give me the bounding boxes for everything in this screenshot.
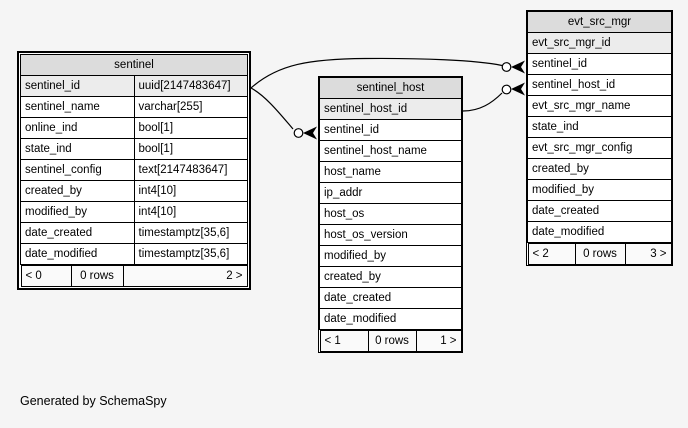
column-row: evt_src_mgr_config (527, 137, 672, 159)
column-row-pk: evt_src_mgr_id (527, 32, 672, 54)
relationship-line-sentinel-to-sentinel-host (250, 87, 294, 130)
column-name: evt_src_mgr_id (527, 32, 672, 54)
column-type: int4[10] (133, 180, 248, 202)
table-footer: < 1 0 rows 1 > (319, 329, 462, 352)
column-row: ip_addr (319, 182, 462, 204)
row-count: 0 rows (367, 330, 417, 352)
column-name: evt_src_mgr_name (527, 95, 672, 117)
column-row-pk: sentinel_host_id (319, 98, 462, 120)
column-row: host_os (319, 203, 462, 225)
zero-one-circle (501, 84, 512, 95)
table-footer: < 0 0 rows 2 > (20, 264, 248, 287)
column-type: text[2147483647] (133, 159, 248, 181)
children-count: 2 > (122, 265, 248, 287)
column-name: date_created (527, 200, 672, 222)
relationship-line-sentinel-host-to-evt-src-mgr (462, 92, 503, 112)
column-row: sentinel_id (527, 53, 672, 75)
table-footer: < 2 0 rows 3 > (527, 242, 672, 265)
zero-one-circle (501, 62, 512, 72)
parents-count: < 1 (319, 330, 369, 352)
column-row: date_created (319, 287, 462, 309)
column-name: date_modified (20, 243, 135, 265)
column-row: created_by (319, 266, 462, 288)
column-row: date_created (527, 200, 672, 222)
children-count: 3 > (624, 243, 672, 265)
column-type: bool[1] (133, 138, 248, 160)
table-title: evt_src_mgr (527, 11, 672, 33)
crow-foot-arrow (303, 126, 317, 140)
column-name: modified_by (319, 245, 462, 267)
table-sentinel-host[interactable]: sentinel_host sentinel_host_id sentinel_… (318, 76, 463, 353)
column-row: date_modified timestamptz[35,6] (20, 243, 248, 265)
column-name: created_by (20, 180, 135, 202)
column-row: evt_src_mgr_name (527, 95, 672, 117)
column-name: host_os_version (319, 224, 462, 246)
column-row: state_ind (527, 116, 672, 138)
column-row: created_by (527, 158, 672, 180)
column-name: state_ind (20, 138, 135, 160)
column-row: state_ind bool[1] (20, 138, 248, 160)
column-row: modified_by (319, 245, 462, 267)
column-name: sentinel_id (20, 75, 135, 97)
column-type: varchar[255] (133, 96, 248, 118)
column-row: host_name (319, 161, 462, 183)
table-sentinel[interactable]: sentinel sentinel_id uuid[2147483647] se… (17, 51, 251, 290)
column-name: online_ind (20, 117, 135, 139)
row-count: 0 rows (574, 243, 626, 265)
column-name: modified_by (527, 179, 672, 201)
column-name: sentinel_host_id (527, 74, 672, 96)
zero-one-circle (293, 128, 304, 138)
column-name: evt_src_mgr_config (527, 137, 672, 159)
column-name: sentinel_name (20, 96, 135, 118)
parents-count: < 2 (527, 243, 576, 265)
column-row: date_modified (527, 221, 672, 243)
column-row: created_by int4[10] (20, 180, 248, 202)
column-row: online_ind bool[1] (20, 117, 248, 139)
column-row: sentinel_config text[2147483647] (20, 159, 248, 181)
table-header[interactable]: sentinel (20, 54, 248, 76)
column-type: timestamptz[35,6] (133, 222, 248, 244)
column-name: host_os (319, 203, 462, 225)
crow-foot-arrow (511, 60, 525, 74)
column-name: sentinel_host_name (319, 140, 462, 162)
column-name: created_by (319, 266, 462, 288)
table-title: sentinel_host (319, 77, 462, 99)
column-row-pk: sentinel_id uuid[2147483647] (20, 75, 248, 97)
column-name: modified_by (20, 201, 135, 223)
column-type: bool[1] (133, 117, 248, 139)
column-type: uuid[2147483647] (133, 75, 248, 97)
column-row: sentinel_host_name (319, 140, 462, 162)
column-row: sentinel_host_id (527, 74, 672, 96)
column-name: sentinel_config (20, 159, 135, 181)
table-header[interactable]: sentinel_host (319, 77, 462, 99)
column-row: sentinel_name varchar[255] (20, 96, 248, 118)
parents-count: < 0 (20, 265, 72, 287)
column-name: date_modified (527, 221, 672, 243)
column-row: date_modified (319, 308, 462, 330)
column-name: created_by (527, 158, 672, 180)
column-row: sentinel_id (319, 119, 462, 141)
column-name: sentinel_host_id (319, 98, 462, 120)
column-name: date_created (20, 222, 135, 244)
table-title: sentinel (20, 54, 248, 76)
row-count: 0 rows (70, 265, 124, 287)
column-row: date_created timestamptz[35,6] (20, 222, 248, 244)
column-name: date_created (319, 287, 462, 309)
column-type: timestamptz[35,6] (133, 243, 248, 265)
column-name: sentinel_id (527, 53, 672, 75)
column-row: host_os_version (319, 224, 462, 246)
column-type: int4[10] (133, 201, 248, 223)
column-name: sentinel_id (319, 119, 462, 141)
crow-foot-arrow (511, 82, 525, 96)
children-count: 1 > (415, 330, 462, 352)
column-row: modified_by (527, 179, 672, 201)
table-header[interactable]: evt_src_mgr (527, 11, 672, 33)
column-row: modified_by int4[10] (20, 201, 248, 223)
generator-note: Generated by SchemaSpy (20, 394, 167, 408)
table-evt-src-mgr[interactable]: evt_src_mgr evt_src_mgr_id sentinel_id s… (526, 10, 673, 266)
column-name: host_name (319, 161, 462, 183)
column-name: state_ind (527, 116, 672, 138)
column-name: ip_addr (319, 182, 462, 204)
column-name: date_modified (319, 308, 462, 330)
